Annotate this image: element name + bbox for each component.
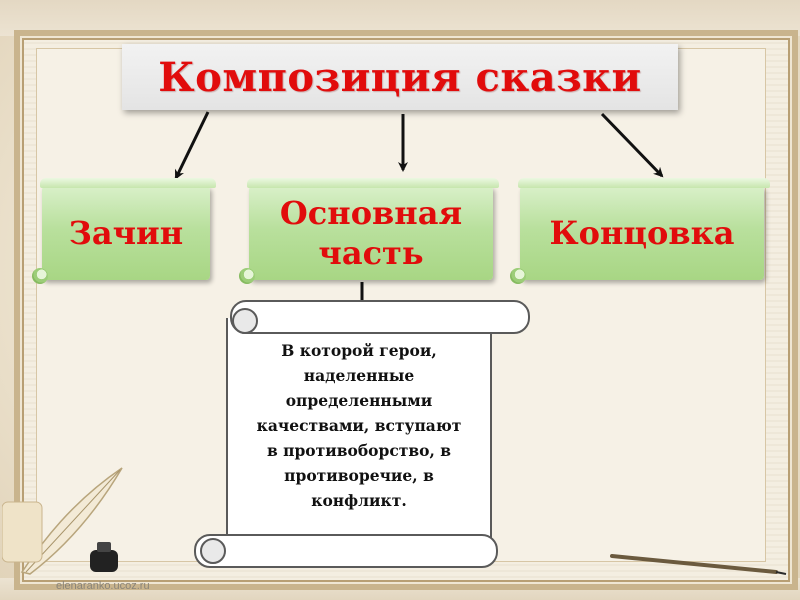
part-main-label: Основная часть <box>280 193 462 273</box>
scroll-top-roll <box>230 300 530 334</box>
description-scroll: В которой герои, наделенные определенным… <box>190 298 530 568</box>
title-box: Композиция сказки <box>122 44 678 110</box>
part-start-banner: Зачин <box>32 178 216 284</box>
arrow-to-start <box>174 111 210 180</box>
scroll-line: В которой герои, <box>281 341 437 360</box>
scroll-line: в противоборство, в <box>266 441 452 460</box>
scroll-body <box>226 318 492 556</box>
fountain-pen-icon <box>610 554 787 575</box>
scroll-line: определенными <box>285 391 433 410</box>
feather-quill-icon <box>2 467 123 575</box>
inkwell-icon <box>90 542 118 572</box>
watermark: elenaranko.ucoz.ru <box>56 580 150 592</box>
scroll-bottom-roll <box>194 534 498 568</box>
scroll-description: В которой герои, наделенные определенным… <box>230 338 488 513</box>
part-ending-label: Концовка <box>549 214 735 252</box>
scroll-line: противоречие, в <box>284 466 434 485</box>
slide-title: Композиция сказки <box>158 53 642 101</box>
scroll-line: конфликт. <box>311 491 407 510</box>
scroll-line: качествами, вступают <box>256 416 462 435</box>
part-main-line1: Основная <box>279 194 463 232</box>
scroll-line: наделенные <box>303 366 415 385</box>
scroll-curl-bottom <box>200 538 226 564</box>
part-main-banner: Основная часть <box>239 178 499 284</box>
part-ending-banner: Концовка <box>510 178 770 284</box>
part-main-line2: часть <box>318 234 424 272</box>
scroll-curl-top <box>232 308 258 334</box>
part-start-label: Зачин <box>68 214 184 252</box>
arrow-to-ending <box>600 112 664 178</box>
